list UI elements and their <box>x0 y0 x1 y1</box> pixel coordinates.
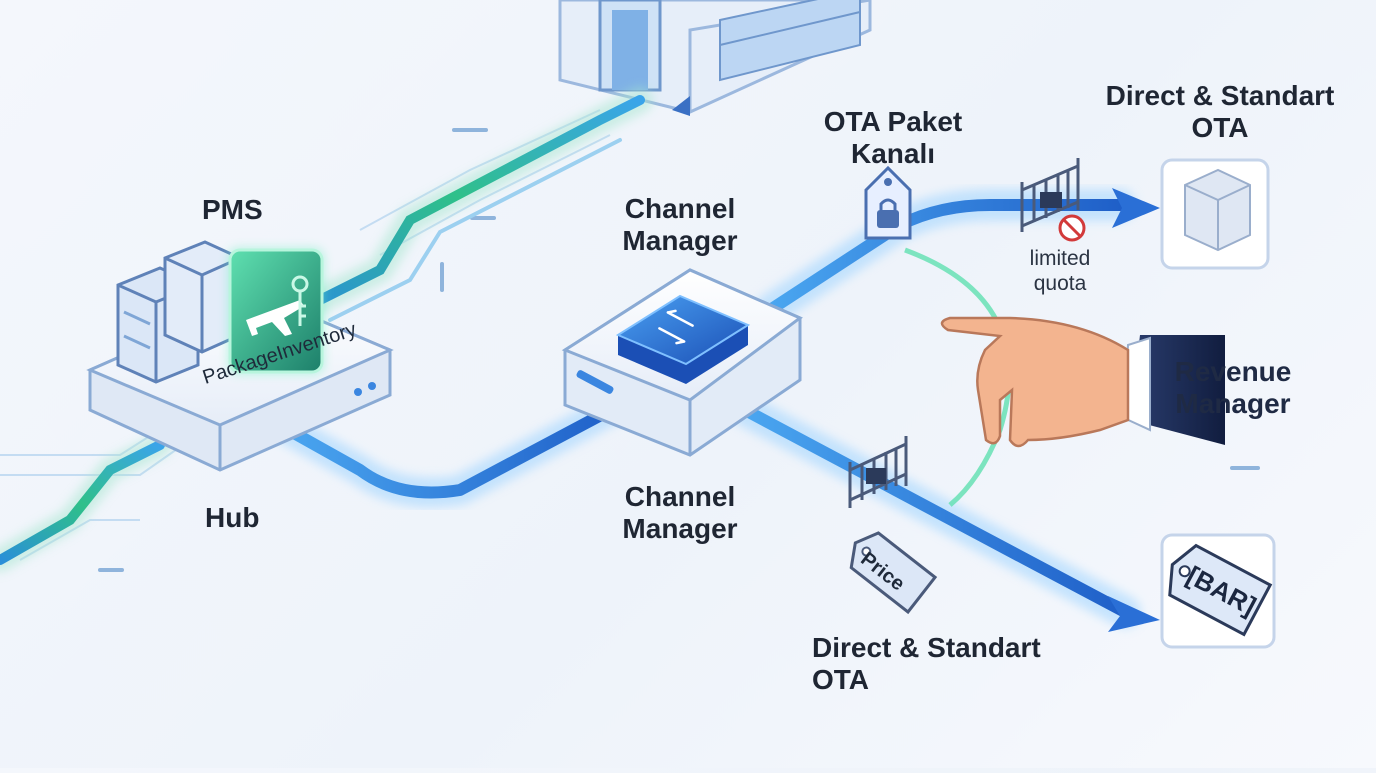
no-entry-icon <box>1058 214 1086 242</box>
bar-tag-icon <box>1168 543 1273 637</box>
server-rack-icon <box>116 240 242 384</box>
gate-icon <box>1020 158 1080 232</box>
revenue-manager-label: Revenue Manager <box>1174 356 1292 419</box>
price-tag-icon <box>849 531 938 615</box>
hand-icon <box>940 316 1225 448</box>
pipe-incoming <box>0 433 172 572</box>
channel-manager-device <box>561 268 803 457</box>
lock-icon <box>864 165 912 240</box>
arrow-head-bottom <box>1108 596 1160 632</box>
limited-quota-label: limited quota <box>1029 247 1091 295</box>
direct-standart-ota-top-label: Direct & Standart OTA <box>1105 80 1335 143</box>
pipe-hub-to-channel-manager <box>270 390 635 508</box>
switch-arrows-icon <box>615 294 751 384</box>
key-icon <box>291 275 309 326</box>
hub-label: Hub <box>205 502 260 533</box>
arrow-head-top <box>1112 188 1160 228</box>
dash-marks <box>98 128 1260 572</box>
pipe-to-ota-bottom <box>729 394 1141 628</box>
gate-icon-bottom <box>848 436 908 508</box>
pms-label: PMS <box>202 194 263 225</box>
airplane-icon <box>246 300 304 336</box>
building-icon <box>558 0 872 116</box>
direct-standart-ota-bottom-label: Direct & Standart OTA <box>812 632 1041 695</box>
control-arc <box>904 247 1012 507</box>
bar-card <box>1160 533 1276 649</box>
channel-manager-bottom-label: Channel Manager <box>622 481 738 544</box>
box-icon <box>1160 158 1270 270</box>
channel-manager-top-label: Channel Manager <box>622 193 738 256</box>
ota-paket-kanali-label: OTA Paket Kanalı <box>823 106 963 169</box>
package-inventory-card <box>228 248 324 374</box>
pipe-hub-to-building <box>287 87 653 323</box>
